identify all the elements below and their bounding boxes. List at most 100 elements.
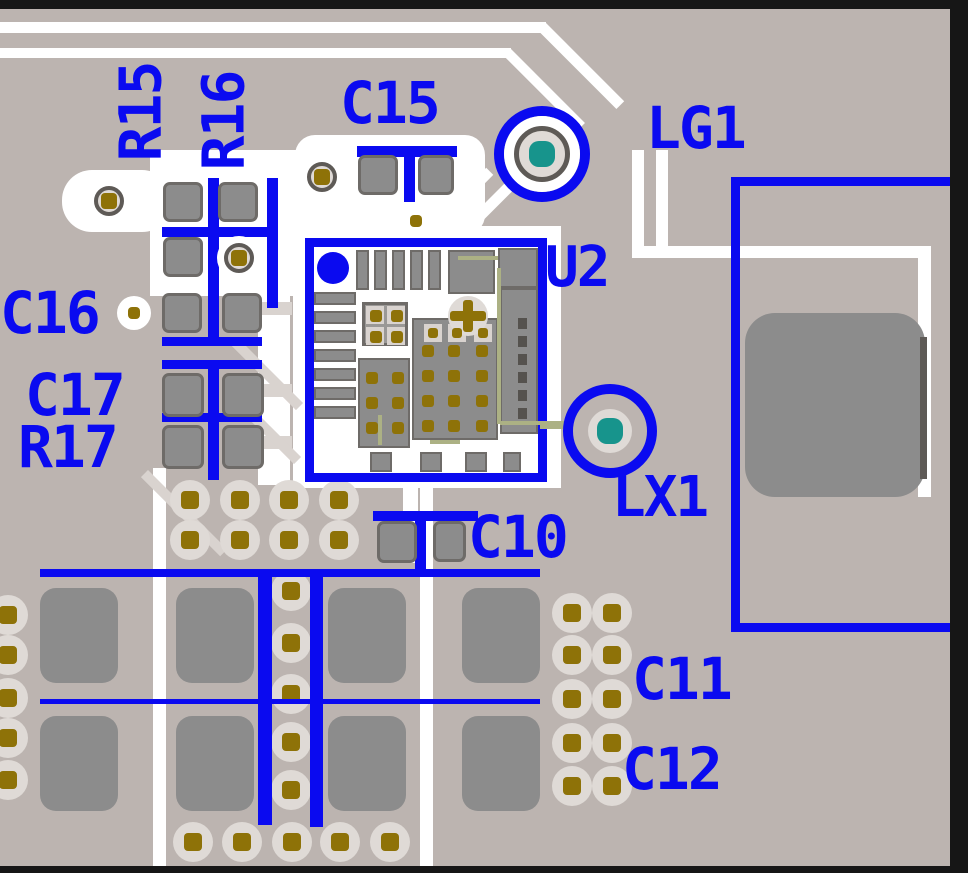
power-pad[interactable]: [40, 716, 118, 811]
via-drill: [603, 734, 621, 752]
smd-pad[interactable]: [222, 293, 262, 333]
smd-pad[interactable]: [162, 293, 202, 333]
u2-pad: [503, 452, 521, 472]
silk-label-c16[interactable]: C16: [0, 279, 101, 347]
silkscreen-line: [357, 146, 457, 157]
u2-ball-drill: [476, 420, 488, 432]
silk-label-c15[interactable]: C15: [340, 69, 441, 137]
silk-label-c12[interactable]: C12: [622, 735, 723, 803]
u2-pad: [314, 292, 356, 305]
board-edge: [0, 866, 968, 873]
u2-outline[interactable]: [305, 238, 547, 482]
silk-label-lx1[interactable]: LX1: [612, 465, 709, 530]
via-drill: [330, 531, 348, 549]
silkscreen-line: [162, 413, 262, 422]
power-pad[interactable]: [176, 716, 254, 811]
via-drill: [233, 833, 251, 851]
via-drill: [282, 685, 300, 703]
smd-pad[interactable]: [222, 373, 264, 417]
via-drill: [282, 582, 300, 600]
lg1-hole: [529, 141, 555, 167]
through-hole-ring: [224, 243, 254, 273]
via-drill: [381, 833, 399, 851]
u2-slot: [518, 336, 527, 347]
power-pad[interactable]: [176, 588, 254, 683]
u2-pad: [314, 330, 356, 343]
u2-ball-drill: [422, 395, 434, 407]
copper-trace: [632, 150, 644, 256]
silk-label-c11[interactable]: C11: [632, 645, 733, 713]
silk-label-c10[interactable]: C10: [468, 503, 569, 571]
u2-ball-drill: [452, 328, 462, 338]
smd-pad[interactable]: [163, 237, 203, 277]
u2-pad: [314, 311, 356, 324]
u2-pad: [498, 248, 538, 288]
silkscreen-line: [415, 521, 426, 571]
silk-label-r17[interactable]: R17: [18, 413, 119, 481]
copper-trace: [632, 246, 931, 258]
silk-label-lg1[interactable]: LG1: [646, 94, 747, 162]
silk-label-u2[interactable]: U2: [545, 235, 610, 300]
u2-ball-drill: [391, 310, 403, 322]
silkscreen-line: [162, 360, 262, 369]
u2-ball-drill: [392, 372, 404, 384]
u2-ball-drill: [476, 345, 488, 357]
silkscreen-line: [208, 369, 219, 480]
u2-ball-drill: [392, 422, 404, 434]
via-drill: [603, 646, 621, 664]
via-drill: [282, 634, 300, 652]
via-drill: [603, 690, 621, 708]
smd-pad[interactable]: [218, 182, 258, 222]
through-hole-drill: [100, 192, 118, 210]
power-pad[interactable]: [40, 588, 118, 683]
through-hole-drill: [410, 215, 422, 227]
via-drill: [181, 531, 199, 549]
copper-trace: [420, 484, 433, 866]
smd-pad[interactable]: [433, 521, 466, 562]
silkscreen-line: [310, 569, 323, 827]
via-drill: [280, 491, 298, 509]
u2-pad: [314, 349, 356, 362]
u2-ball-drill: [448, 395, 460, 407]
via-drill: [330, 491, 348, 509]
smd-pad[interactable]: [358, 155, 398, 195]
lx1-hole: [597, 418, 623, 444]
silk-label-r15[interactable]: R15: [106, 62, 175, 162]
power-pad[interactable]: [328, 588, 406, 683]
smd-pad[interactable]: [222, 425, 264, 469]
smd-pad[interactable]: [418, 155, 454, 195]
via-drill: [0, 646, 17, 664]
smd-pad[interactable]: [162, 373, 204, 417]
silkscreen-line: [731, 623, 950, 632]
board-edge: [0, 0, 950, 9]
u2-pad: [370, 452, 392, 472]
copper-trace: [656, 150, 668, 250]
via-drill: [563, 646, 581, 664]
smd-pad[interactable]: [163, 182, 203, 222]
silkscreen-line: [208, 178, 219, 337]
connector-pad[interactable]: [745, 313, 925, 497]
u2-pin1-marker: [317, 252, 349, 284]
through-hole-drill: [230, 249, 248, 267]
u2-pad: [392, 250, 405, 290]
via-drill: [563, 777, 581, 795]
lx1-pad[interactable]: [563, 384, 657, 478]
smd-pad[interactable]: [162, 425, 204, 469]
power-pad[interactable]: [328, 716, 406, 811]
u2-ball-drill: [366, 422, 378, 434]
silk-label-c17[interactable]: C17: [25, 361, 126, 429]
smd-pad[interactable]: [377, 521, 417, 563]
power-pad[interactable]: [462, 588, 540, 683]
u2-ball-drill: [370, 310, 382, 322]
silk-label-r16[interactable]: R16: [189, 71, 258, 171]
power-pad[interactable]: [462, 716, 540, 811]
silkscreen-line: [40, 699, 540, 704]
via-drill: [331, 833, 349, 851]
u2-ball-drill: [422, 345, 434, 357]
u2-ball-drill: [391, 331, 403, 343]
lg1-pad[interactable]: [494, 106, 590, 202]
signal-trace: [430, 440, 460, 444]
u2-slot: [518, 354, 527, 365]
u2-slot: [518, 372, 527, 383]
board-edge: [950, 0, 968, 873]
